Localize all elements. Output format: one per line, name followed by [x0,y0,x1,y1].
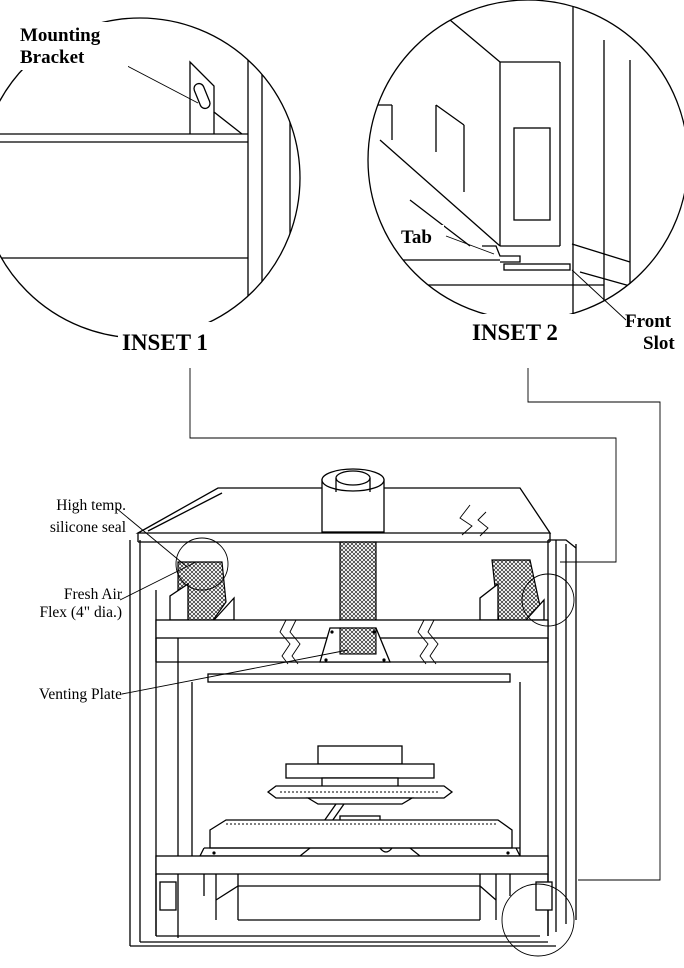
inset-1-title: INSET 1 [122,330,208,355]
inset-2-circle [367,0,684,321]
tab-label: Tab [401,227,432,248]
tab-shape [482,245,521,263]
inset-2-marker-circle [501,883,575,957]
venting-plate-label: Venting Plate [39,686,122,703]
inset-2-connector [527,368,661,881]
venting-plate-leader [121,649,349,695]
flue-collar [335,470,371,486]
seal-label-line2: silicone seal [50,519,126,536]
left-foot-slot [159,881,177,911]
mounting-label-line1: Mounting [20,25,101,46]
seal-leader [115,507,187,567]
flex-leader [119,561,197,601]
bracket-slot [193,82,211,110]
flex-label-line2: Flex (4" dia.) [39,604,122,621]
tab-leader [445,235,495,255]
inset-2-detail [372,0,631,320]
inset-1: Mounting Bracket INSET 1 [0,17,301,356]
flex-label-line1: Fresh Air [64,586,123,603]
seal-detail-circle [175,537,229,591]
seal-label-line1: High temp. [56,497,126,514]
front-slot-leader [571,269,627,321]
mounting-bracket [189,60,243,135]
mounting-label-line2: Bracket [20,47,85,68]
panel-window [513,127,551,221]
fireplace-assembly [129,468,577,957]
right-foot-slot [535,881,553,911]
front-slot [503,263,571,271]
front-label-line1: Front [625,311,672,332]
inset-2: Tab Front Slot INSET 2 [367,0,684,354]
inset-2-title: INSET 2 [472,320,558,345]
front-label-line2: Slot [643,333,675,354]
inset-1-marker-circle [521,573,575,627]
inset-1-connector [189,368,617,563]
